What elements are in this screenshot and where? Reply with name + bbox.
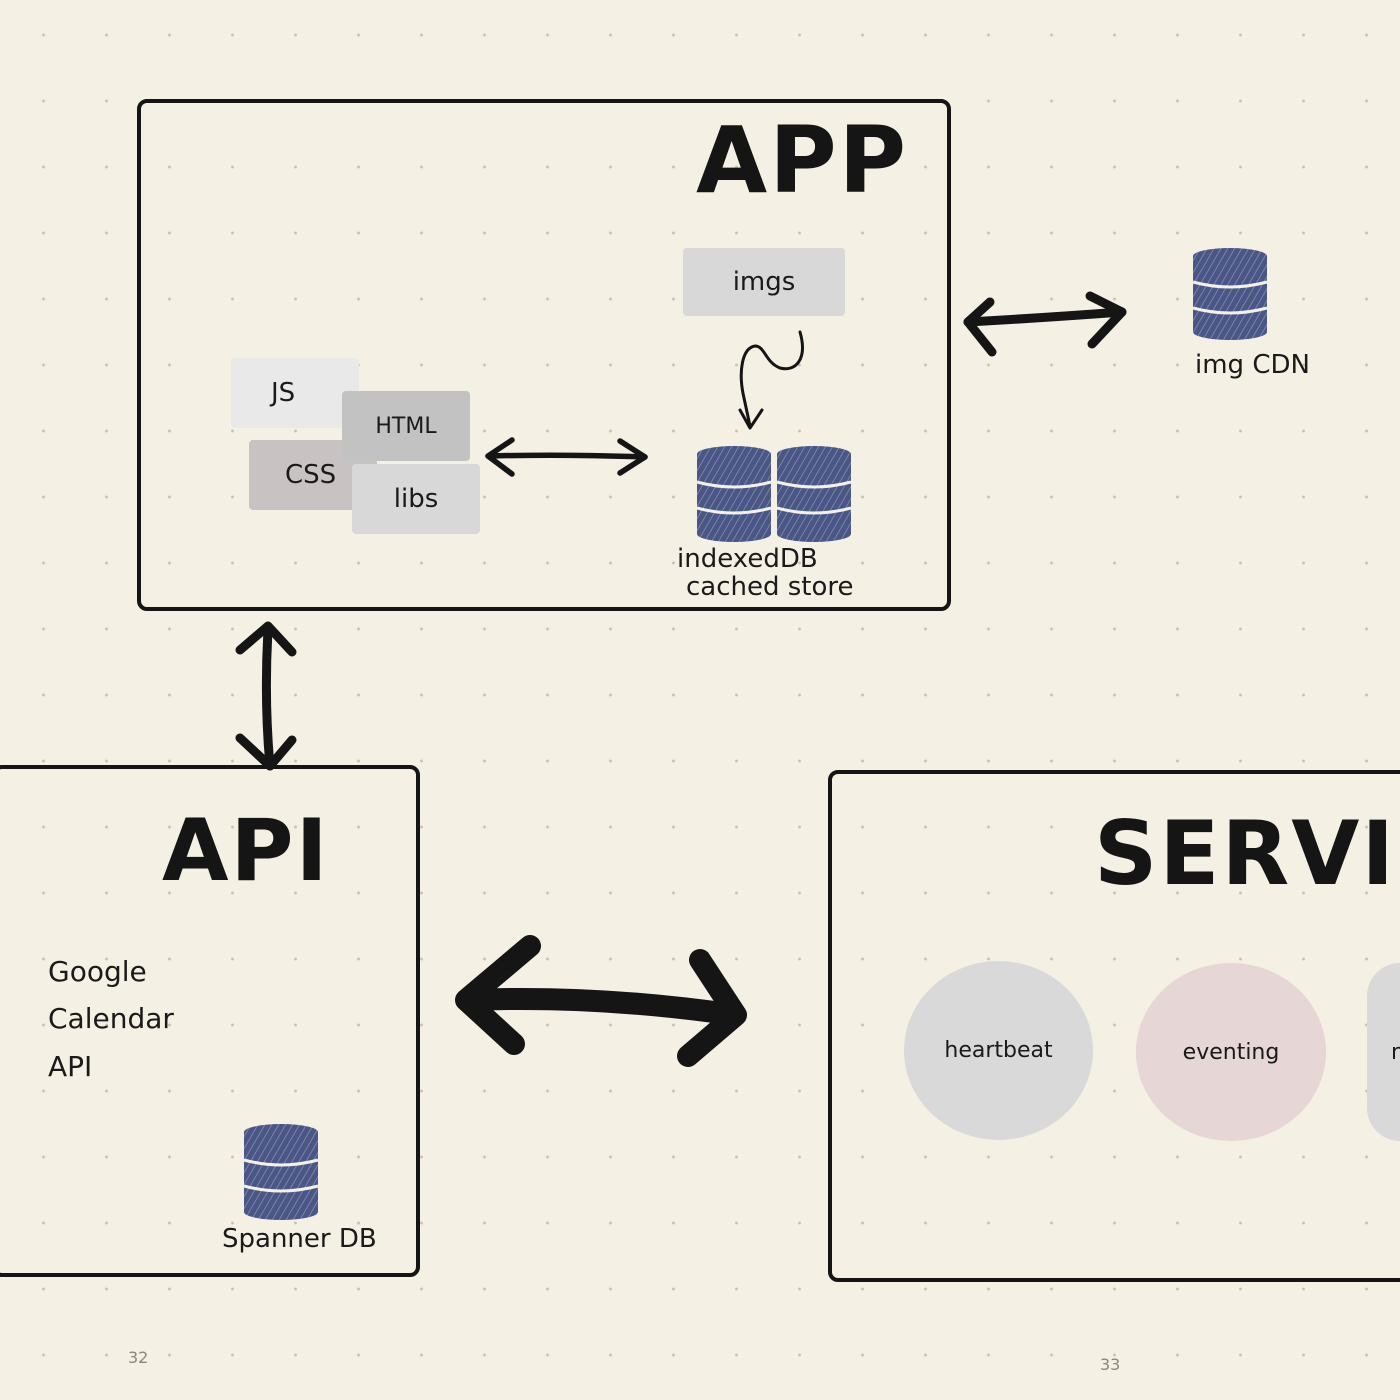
page-number-right: 33 — [1100, 1355, 1121, 1374]
indexeddb-label-line1: indexedDB — [677, 544, 818, 574]
app-title: APP — [696, 107, 909, 214]
squiggle-arrow-icon — [738, 330, 804, 430]
api-services-double-arrow-icon — [455, 935, 747, 1067]
html-chip: HTML — [342, 391, 470, 461]
libs-chip: libs — [352, 464, 480, 534]
services-frame — [828, 770, 1400, 1282]
service-circle-heartbeat: heartbeat — [904, 961, 1093, 1140]
cdn-label: img CDN — [1195, 350, 1310, 380]
spanner-database-icon — [243, 1124, 319, 1220]
api-line-api: API — [48, 1050, 93, 1083]
api-frame — [0, 765, 420, 1277]
database-icon — [776, 446, 852, 542]
spanner-db-label: Spanner DB — [222, 1224, 377, 1254]
database-icon — [696, 446, 772, 542]
api-line-google: Google — [48, 955, 147, 988]
service-circle-partial: n — [1367, 963, 1400, 1141]
chips-db-double-arrow-icon — [485, 437, 648, 477]
js-chip: JS — [231, 358, 359, 428]
api-title: API — [162, 801, 330, 901]
indexeddb-label-line2: cached store — [686, 572, 854, 602]
service-circle-eventing: eventing — [1136, 963, 1326, 1141]
app-cdn-double-arrow-icon — [963, 291, 1127, 357]
app-frame — [137, 99, 951, 611]
services-title: SERVI — [1094, 810, 1397, 898]
page-number-left: 32 — [128, 1348, 149, 1367]
cdn-database-icon — [1192, 248, 1268, 340]
imgs-chip: imgs — [683, 248, 845, 316]
api-line-calendar: Calendar — [48, 1002, 174, 1035]
